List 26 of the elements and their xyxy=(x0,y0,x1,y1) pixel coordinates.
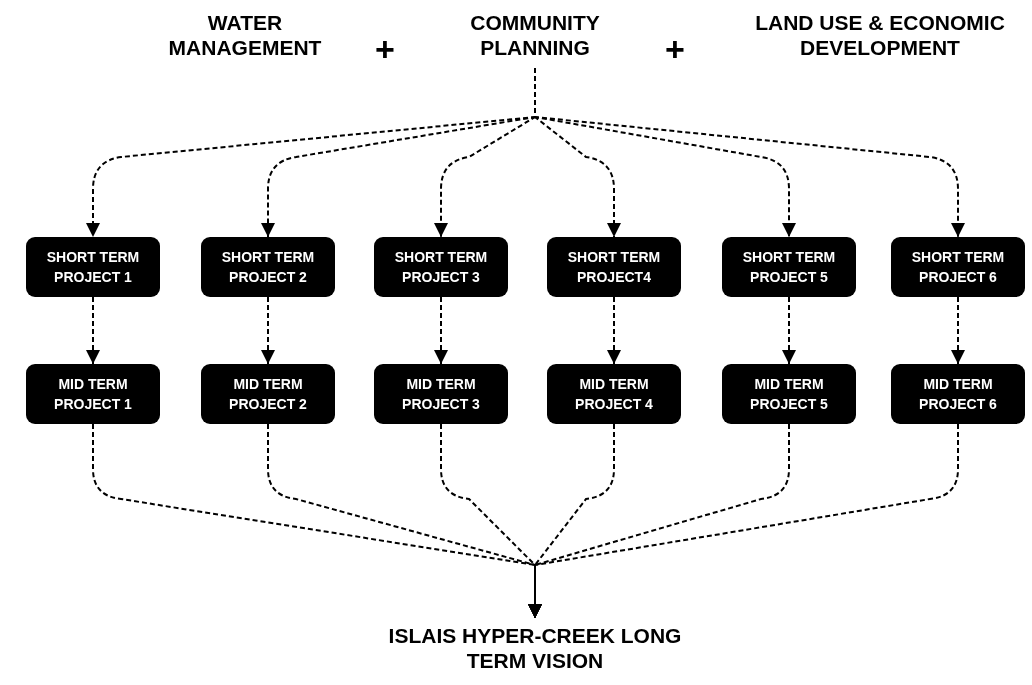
heading-text: COMMUNITY PLANNING xyxy=(450,8,620,62)
dashed-arrow xyxy=(607,296,621,365)
project-box: MID TERM PROJECT 1 xyxy=(26,364,160,424)
dashed-arrow xyxy=(261,296,275,365)
heading-text: ISLAIS HYPER-CREEK LONG TERM VISION xyxy=(380,618,690,678)
dashed-arrow xyxy=(782,296,796,365)
project-box: SHORT TERM PROJECT 1 xyxy=(26,237,160,297)
project-box: MID TERM PROJECT 3 xyxy=(374,364,508,424)
project-box: MID TERM PROJECT 4 xyxy=(547,364,681,424)
dashed-arrow xyxy=(86,296,100,365)
dashed-arrow xyxy=(534,67,965,238)
project-box: MID TERM PROJECT 2 xyxy=(201,364,335,424)
heading-text: WATER MANAGEMENT xyxy=(160,8,330,62)
project-box: SHORT TERM PROJECT 6 xyxy=(891,237,1025,297)
project-box: SHORT TERM PROJECT 5 xyxy=(722,237,856,297)
project-box: SHORT TERM PROJECT 3 xyxy=(374,237,508,297)
dashed-arrow xyxy=(434,296,448,365)
project-box: SHORT TERM PROJECT 2 xyxy=(201,237,335,297)
dashed-arrow xyxy=(528,423,959,619)
project-box: MID TERM PROJECT 5 xyxy=(722,364,856,424)
dashed-arrow xyxy=(951,296,965,365)
project-box: SHORT TERM PROJECT4 xyxy=(547,237,681,297)
heading-text: LAND USE & ECONOMIC DEVELOPMENT xyxy=(730,8,1030,62)
plus-sign: + xyxy=(375,32,395,66)
project-box: MID TERM PROJECT 6 xyxy=(891,364,1025,424)
plus-sign: + xyxy=(665,32,685,66)
